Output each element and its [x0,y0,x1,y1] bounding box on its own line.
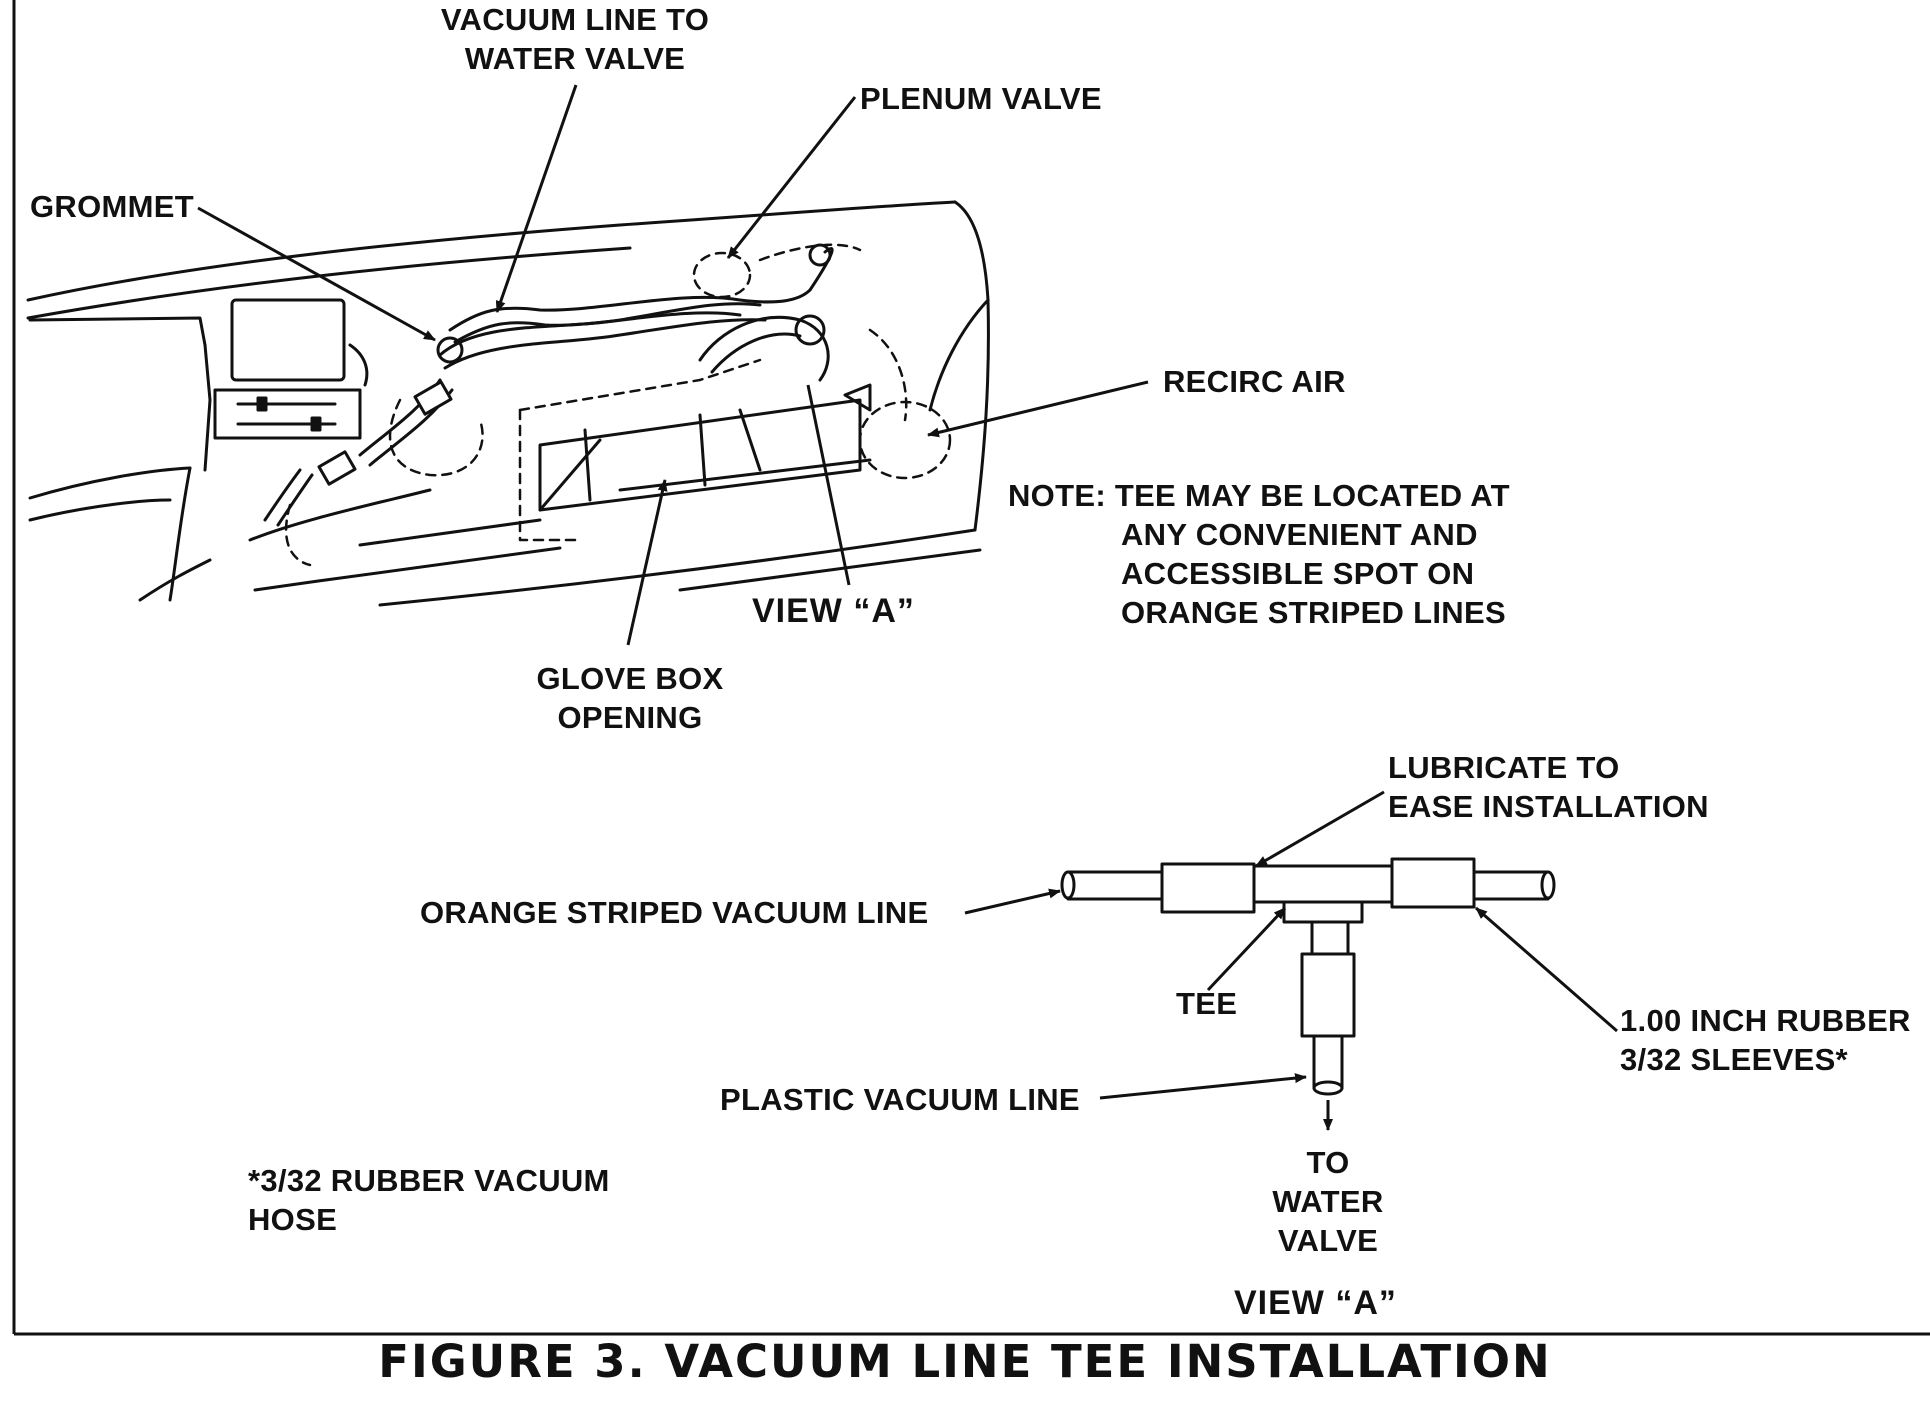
to-water-valve-line-1: TO [1306,1145,1350,1180]
view-a-bottom-label: VIEW “A” [1234,1284,1397,1322]
tee-stem [1310,920,1350,956]
figure-border [12,0,1930,1336]
left-rubber-sleeve [1160,862,1256,914]
to-water-valve-line-2: WATER [1272,1184,1384,1219]
tube-right-end [1540,870,1556,900]
glove-box-opening-line-1: GLOVE BOX [536,661,724,696]
note-line-3: ACCESSIBLE SPOT ON [1121,556,1475,591]
rubber-sleeves-line-2: 3/32 SLEEVES* [1620,1042,1848,1077]
note-block: NOTE: TEE MAY BE LOCATED AT ANY CONVENIE… [1008,476,1510,632]
dashboard-illustration [26,200,990,607]
glove-box-opening-line-2: OPENING [557,700,703,735]
stem-rubber-sleeve [1300,952,1356,1038]
rubber-sleeves-line-1: 1.00 INCH RUBBER [1620,1003,1911,1038]
glove-box-opening-label: GLOVE BOX OPENING [508,659,752,737]
note-line-4: ORANGE STRIPED LINES [1121,595,1506,630]
to-water-valve-line-3: VALVE [1277,1223,1379,1258]
figure-caption: FIGURE 3. VACUUM LINE TEE INSTALLATION [378,1335,1552,1388]
tee-label: TEE [1176,986,1238,1021]
plastic-line-end [1312,1080,1344,1096]
leader-lines-bottom [964,790,1618,1131]
tee-stem-collar [1282,900,1364,924]
vacuum-line-to-water-valve-label: VACUUM LINE TO WATER VALVE [430,0,720,78]
leader-lines-top [197,84,1149,646]
vacuum-line-to-water-valve-line-1: VACUUM LINE TO [440,2,710,37]
footnote-line-1: *3/32 RUBBER VACUUM [248,1163,610,1198]
tee-body [1252,864,1394,904]
view-a-top-label: VIEW “A” [752,592,915,630]
note-line-1: NOTE: TEE MAY BE LOCATED AT [1008,478,1510,513]
orange-striped-vacuum-line-label: ORANGE STRIPED VACUUM LINE [420,895,929,930]
note-line-2: ANY CONVENIENT AND [1121,517,1478,552]
recirc-air-label: RECIRC AIR [1163,364,1346,399]
grommet-label: GROMMET [30,189,194,224]
tube-left-end [1060,870,1076,900]
rubber-sleeves-label: 1.00 INCH RUBBER 3/32 SLEEVES* [1620,1001,1911,1079]
plastic-vacuum-line-label: PLASTIC VACUUM LINE [720,1082,1080,1117]
tee-assembly [1060,857,1556,1096]
footnote-label: *3/32 RUBBER VACUUM HOSE [248,1161,610,1239]
footnote-line-2: HOSE [248,1202,338,1237]
lubricate-line-1: LUBRICATE TO [1388,750,1620,785]
vacuum-line-to-water-valve-line-2: WATER VALVE [464,41,686,76]
to-water-valve-label: TO WATER VALVE [1238,1143,1418,1260]
lubricate-label: LUBRICATE TO EASE INSTALLATION [1388,748,1709,826]
plastic-vacuum-line-tube [1312,1034,1344,1090]
lubricate-line-2: EASE INSTALLATION [1388,789,1709,824]
plenum-valve-label: PLENUM VALVE [860,81,1102,116]
right-rubber-sleeve [1390,857,1476,909]
